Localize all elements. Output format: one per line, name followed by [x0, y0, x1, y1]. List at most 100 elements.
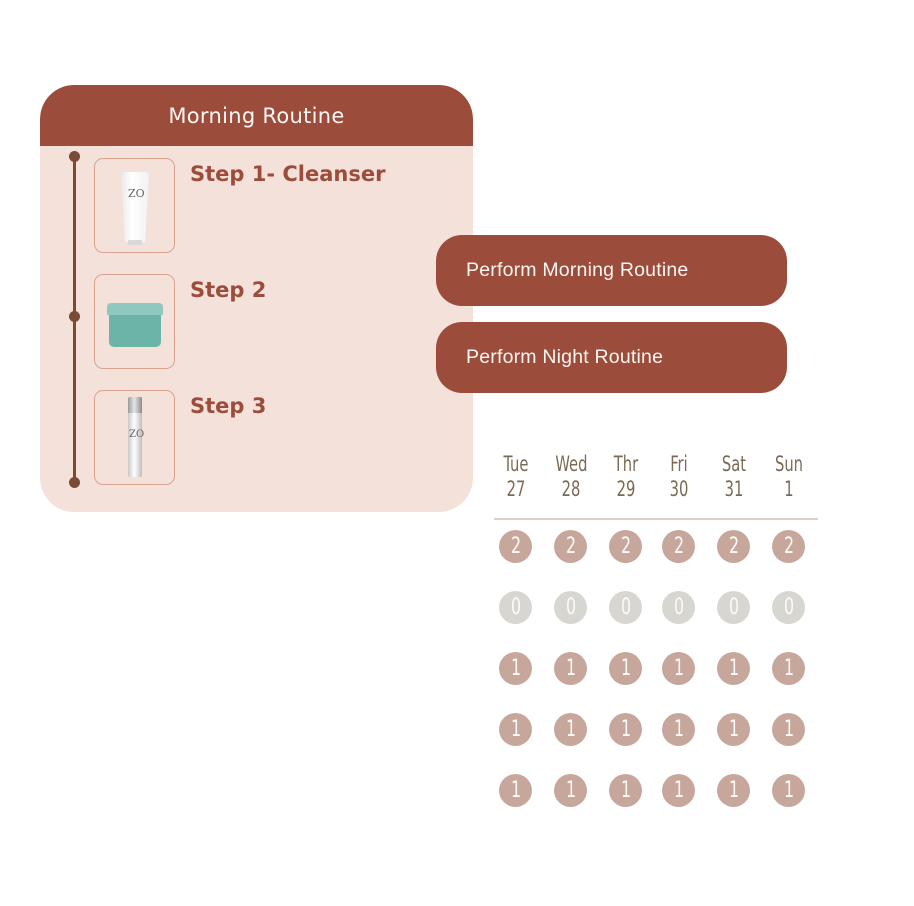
count-value: 0: [510, 595, 521, 620]
count-value: 1: [728, 656, 739, 681]
tube-cap-icon: [128, 240, 142, 245]
serum-bottle-icon: [128, 397, 142, 477]
count-value: 2: [620, 534, 631, 559]
count-value: 1: [565, 778, 576, 803]
day-name: Tue: [503, 452, 529, 476]
serum-bottle-image: ZO: [94, 390, 175, 485]
day-name: Thr: [613, 452, 639, 476]
count-badge[interactable]: 1: [662, 652, 695, 685]
count-badge[interactable]: 1: [554, 713, 587, 746]
count-value: 1: [783, 778, 794, 803]
day-date: 1: [784, 477, 794, 501]
count-badge[interactable]: 1: [499, 652, 532, 685]
count-badge[interactable]: 1: [609, 652, 642, 685]
count-value: 1: [565, 656, 576, 681]
count-value: 1: [565, 717, 576, 742]
routine-title: Morning Routine: [168, 103, 345, 128]
count-value: 0: [728, 595, 739, 620]
count-badge[interactable]: 0: [609, 591, 642, 624]
count-badge[interactable]: 1: [662, 713, 695, 746]
count-badge[interactable]: 1: [662, 774, 695, 807]
count-badge[interactable]: 1: [717, 774, 750, 807]
count-badge[interactable]: 1: [772, 652, 805, 685]
step-label: Step 2: [190, 278, 267, 302]
count-value: 0: [673, 595, 684, 620]
jar-lid-icon: [107, 303, 163, 315]
count-badge[interactable]: 1: [772, 774, 805, 807]
count-value: 0: [565, 595, 576, 620]
brand-mark-icon: ZO: [128, 187, 145, 200]
count-value: 1: [620, 717, 631, 742]
count-badge[interactable]: 0: [717, 591, 750, 624]
day-date: 30: [669, 477, 689, 501]
routine-card-header: Morning Routine: [40, 85, 473, 146]
count-badge[interactable]: 0: [662, 591, 695, 624]
count-value: 2: [783, 534, 794, 559]
count-value: 1: [673, 656, 684, 681]
count-value: 1: [510, 778, 521, 803]
perform-night-routine-button[interactable]: Perform Night Routine: [436, 322, 787, 393]
count-value: 1: [673, 717, 684, 742]
count-badge[interactable]: 2: [717, 530, 750, 563]
count-badge[interactable]: 1: [499, 774, 532, 807]
jar-body-icon: [109, 315, 161, 347]
cleanser-tube-image: ZO: [94, 158, 175, 253]
routine-card: Morning Routine ZO Step 1- Cleanser Step…: [40, 85, 473, 512]
day-date: 31: [724, 477, 744, 501]
count-value: 0: [783, 595, 794, 620]
count-value: 2: [510, 534, 521, 559]
timeline-dot: [69, 151, 80, 162]
count-value: 1: [673, 778, 684, 803]
brand-mark-icon: ZO: [129, 429, 145, 440]
teal-jar-icon: [107, 303, 163, 347]
count-value: 2: [728, 534, 739, 559]
count-badge[interactable]: 1: [717, 713, 750, 746]
count-badge[interactable]: 1: [772, 713, 805, 746]
day-name: Sun: [774, 452, 804, 476]
count-value: 1: [783, 717, 794, 742]
count-badge[interactable]: 0: [772, 591, 805, 624]
count-value: 0: [620, 595, 631, 620]
day-date: 28: [561, 477, 581, 501]
count-badge[interactable]: 2: [499, 530, 532, 563]
timeline-dot: [69, 311, 80, 322]
count-badge[interactable]: 2: [609, 530, 642, 563]
bottle-pump-icon: [128, 397, 142, 413]
count-badge[interactable]: 1: [554, 774, 587, 807]
count-value: 1: [620, 656, 631, 681]
day-date: 29: [616, 477, 636, 501]
step-label: Step 3: [190, 394, 267, 418]
step-label: Step 1- Cleanser: [190, 162, 386, 186]
count-value: 1: [510, 656, 521, 681]
count-value: 2: [565, 534, 576, 559]
timeline-dot: [69, 477, 80, 488]
count-badge[interactable]: 2: [554, 530, 587, 563]
count-badge[interactable]: 0: [554, 591, 587, 624]
count-badge[interactable]: 2: [772, 530, 805, 563]
count-badge[interactable]: 1: [499, 713, 532, 746]
count-value: 1: [783, 656, 794, 681]
cleanser-tube-icon: [121, 172, 149, 242]
count-value: 2: [673, 534, 684, 559]
count-badge[interactable]: 2: [662, 530, 695, 563]
count-value: 1: [620, 778, 631, 803]
count-value: 1: [510, 717, 521, 742]
day-name: Sat: [721, 452, 747, 476]
calendar-divider: [494, 518, 818, 520]
count-badge[interactable]: 0: [499, 591, 532, 624]
perform-morning-routine-button[interactable]: Perform Morning Routine: [436, 235, 787, 306]
count-badge[interactable]: 1: [609, 774, 642, 807]
day-date: 27: [506, 477, 526, 501]
day-name: Wed: [555, 452, 588, 476]
count-value: 1: [728, 717, 739, 742]
count-badge[interactable]: 1: [554, 652, 587, 685]
count-badge[interactable]: 1: [717, 652, 750, 685]
teal-jar-image: [94, 274, 175, 369]
count-badge[interactable]: 1: [609, 713, 642, 746]
